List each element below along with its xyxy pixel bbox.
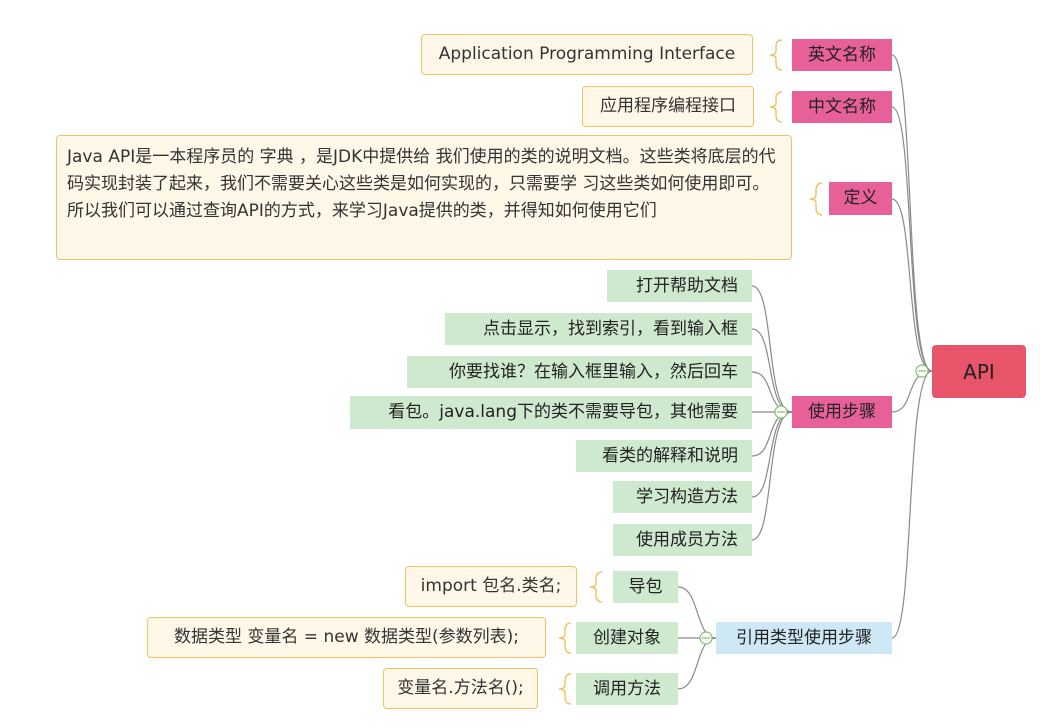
usage-step-item[interactable]: 点击显示，找到索引，看到输入框 — [445, 313, 752, 345]
brace-call — [558, 673, 572, 705]
root-label: API — [963, 359, 995, 384]
topic-english-name[interactable]: 英文名称 — [792, 39, 892, 71]
usage-step-text: 打开帮助文档 — [636, 275, 738, 296]
connector-ref-1 — [677, 586, 717, 639]
ref-step-import[interactable]: 导包 — [613, 571, 678, 603]
connector-root-definition — [891, 198, 933, 372]
detail-chinese-name[interactable]: 应用程序编程接口 — [582, 86, 754, 127]
brace-definition — [809, 182, 823, 216]
usage-step-text: 看类的解释和说明 — [602, 445, 738, 466]
topic-english-name-label: 英文名称 — [808, 44, 876, 65]
detail-import-text: import 包名.类名; — [420, 576, 562, 596]
detail-english-name-text: Application Programming Interface — [438, 44, 736, 64]
detail-call-text: 变量名.方法名(); — [397, 678, 524, 698]
usage-step-item[interactable]: 你要找谁？在输入框里输入，然后回车 — [407, 356, 752, 388]
connector-root-english — [891, 54, 933, 372]
connector-usage-2 — [751, 328, 793, 413]
topic-ref-type-steps-label: 引用类型使用步骤 — [736, 627, 872, 648]
usage-step-text: 看包。java.lang下的类不需要导包，其他需要 — [388, 402, 738, 422]
detail-definition[interactable]: Java API是一本程序员的 字典 ，是JDK中提供给 我们使用的类的说明文档… — [56, 135, 792, 260]
topic-usage-steps[interactable]: 使用步骤 — [792, 396, 892, 428]
usage-step-item[interactable]: 看类的解释和说明 — [576, 440, 752, 472]
detail-create-text: 数据类型 变量名 = new 数据类型(参数列表); — [174, 627, 519, 647]
ref-step-call[interactable]: 调用方法 — [576, 673, 678, 705]
detail-definition-text: Java API是一本程序员的 字典 ，是JDK中提供给 我们使用的类的说明文档… — [67, 147, 776, 221]
detail-chinese-name-text: 应用程序编程接口 — [600, 96, 736, 116]
usage-step-item[interactable]: 学习构造方法 — [613, 481, 752, 513]
brace-english — [769, 39, 783, 71]
detail-english-name[interactable]: Application Programming Interface — [421, 34, 753, 75]
topic-definition[interactable]: 定义 — [829, 182, 892, 215]
detail-import[interactable]: import 包名.类名; — [405, 566, 577, 607]
ref-step-create[interactable]: 创建对象 — [576, 622, 678, 654]
detail-call[interactable]: 变量名.方法名(); — [383, 668, 538, 709]
usage-step-text: 点击显示，找到索引，看到输入框 — [483, 318, 738, 339]
connector-root-reftype — [891, 370, 933, 639]
usage-step-item[interactable]: 打开帮助文档 — [607, 270, 752, 302]
usage-step-item[interactable]: 看包。java.lang下的类不需要导包，其他需要 — [350, 396, 752, 429]
brace-chinese — [769, 91, 783, 123]
topic-definition-label: 定义 — [843, 188, 878, 208]
ref-step-create-label: 创建对象 — [593, 627, 661, 648]
brace-import — [589, 571, 603, 603]
brace-create — [558, 622, 572, 654]
usage-step-text: 你要找谁？在输入框里输入，然后回车 — [449, 361, 738, 382]
topic-usage-steps-label: 使用步骤 — [808, 401, 876, 422]
topic-ref-type-steps[interactable]: 引用类型使用步骤 — [716, 622, 892, 654]
topic-chinese-name-label: 中文名称 — [808, 96, 876, 117]
connector-usage-1 — [751, 285, 793, 413]
ref-step-call-label: 调用方法 — [593, 678, 661, 699]
connector-ref-3 — [677, 637, 717, 690]
usage-step-text: 学习构造方法 — [636, 486, 738, 507]
detail-create[interactable]: 数据类型 变量名 = new 数据类型(参数列表); — [147, 617, 546, 658]
usage-step-text: 使用成员方法 — [636, 529, 738, 550]
connector-root-chinese — [891, 106, 933, 372]
usage-step-item[interactable]: 使用成员方法 — [613, 524, 752, 556]
topic-chinese-name[interactable]: 中文名称 — [792, 91, 892, 123]
ref-step-import-label: 导包 — [628, 576, 663, 597]
root-node[interactable]: API — [932, 345, 1026, 398]
